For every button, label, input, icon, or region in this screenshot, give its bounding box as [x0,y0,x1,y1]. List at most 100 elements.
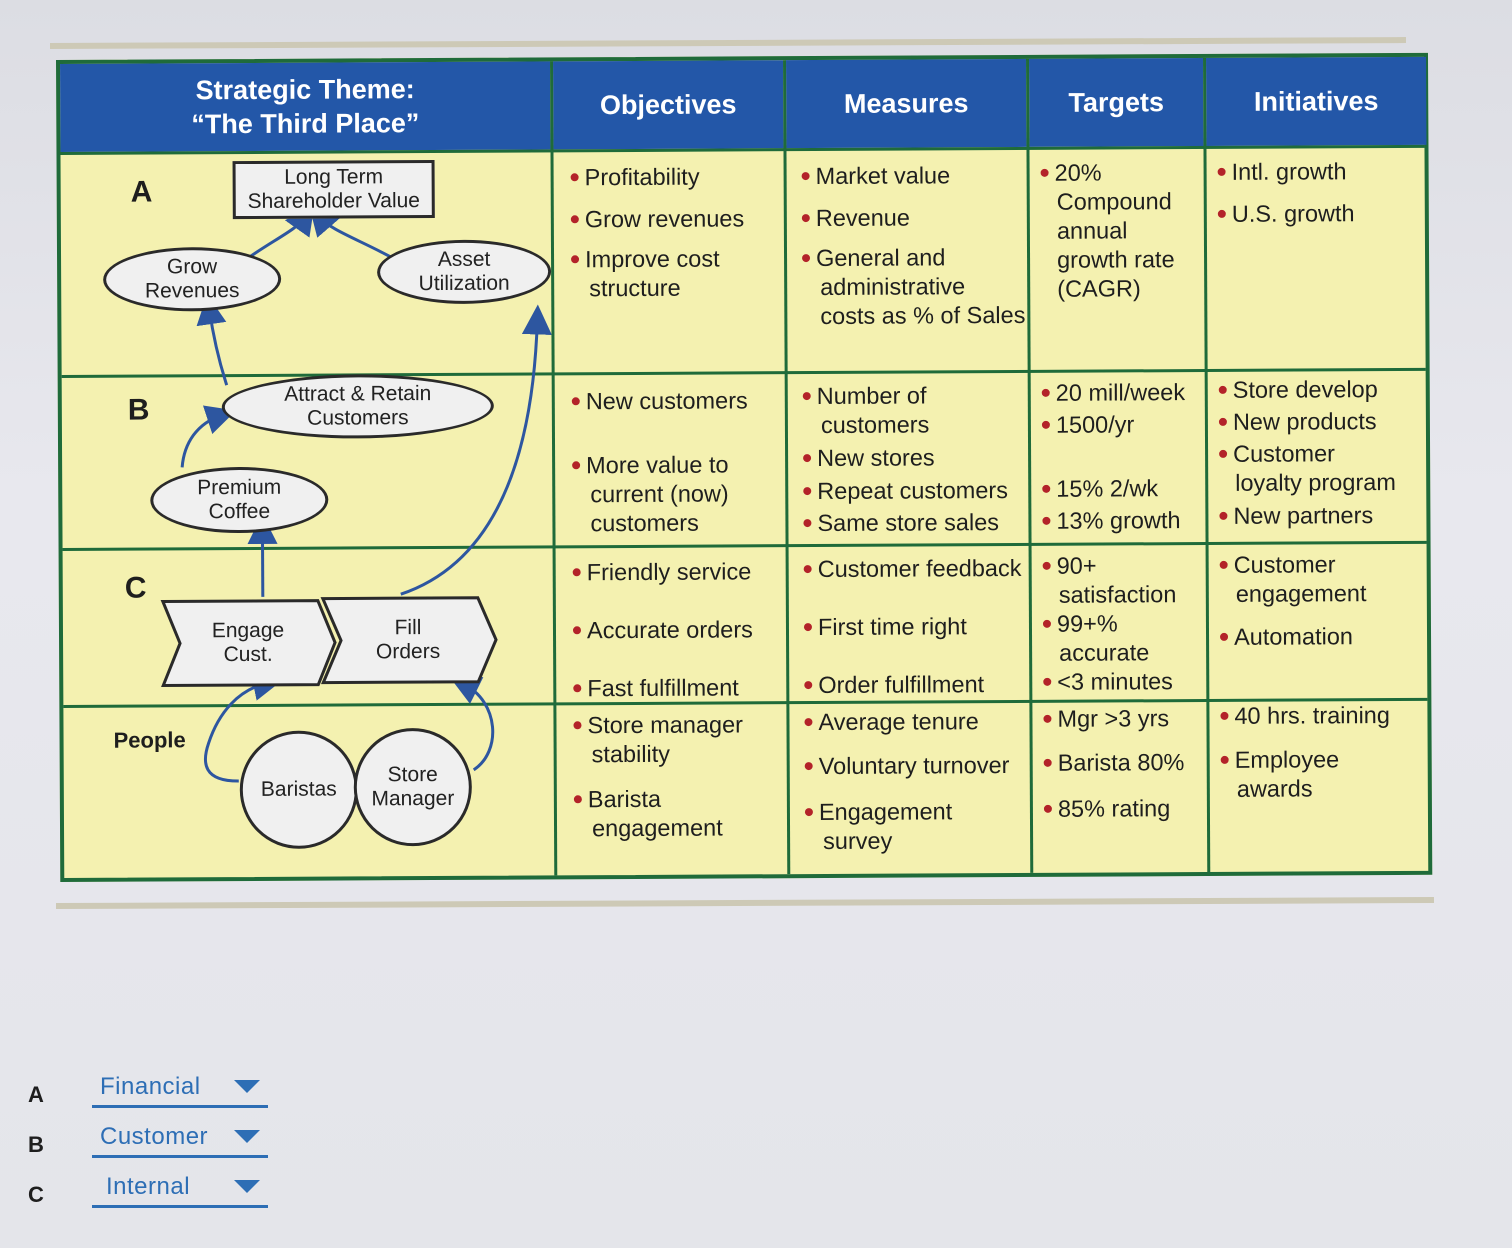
bullet-dot [572,568,581,577]
dropdown-a[interactable]: Financial [92,1070,268,1108]
engage-cust-chevron [160,599,337,687]
bullet-dot [572,461,581,470]
c-tgt-1b-text: satisfaction [1058,581,1177,608]
p-obj-2-text: Barista [587,785,662,813]
c-tgt-3-text: <3 minutes [1057,668,1173,695]
p-obj-1: Store manager [573,710,743,740]
c-init-1: Customer [1219,550,1336,580]
b-meas-4: Same store sales [803,508,999,538]
a-meas-3b: administrative [820,272,965,302]
a-meas-3c-text: costs as % of Sales [820,301,1026,330]
header-measures: Measures [786,58,1027,149]
p-init-1: 40 hrs. training [1220,701,1390,731]
c-tgt-3: <3 minutes [1043,667,1173,697]
bullet-dot [1042,561,1051,570]
p-tgt-3: 85% rating [1043,794,1171,824]
bullet-dot [1218,417,1227,426]
node-baristas-label: Baristas [260,777,337,801]
b-meas-3-text: Repeat customers [817,477,1009,505]
bullet-dot [571,397,580,406]
p-obj-2b: engagement [592,814,723,844]
dropdown-b[interactable]: Customer [92,1120,268,1158]
b-init-2-text: New products [1232,408,1377,435]
c-init-2-text: Automation [1233,623,1353,650]
a-init-1: Intl. growth [1217,157,1347,187]
cell-people-measures: Average tenure Voluntary turnover Engage… [792,703,1029,878]
answer-key-a: A [28,1082,44,1107]
a-meas-3b-text: administrative [820,273,966,301]
b-init-4: New partners [1219,501,1373,531]
a-tgt-1c-text: annual [1056,217,1128,244]
p-init-2b-text: awards [1236,775,1313,802]
bullet-dot [1042,484,1051,493]
bullet-dot [1043,714,1052,723]
p-tgt-3-text: 85% rating [1057,795,1171,822]
node-engage-cust: Engage Cust. [183,611,313,676]
node-grow-line1: Grow [166,255,218,279]
c-obj-1-text: Friendly service [586,558,752,586]
bullet-dot [1042,619,1051,628]
b-meas-2: New stores [803,443,935,473]
bullet-dot [1220,632,1229,641]
fill-orders-chevron [320,596,498,685]
node-store-manager: Store Manager [353,727,473,847]
b-obj-2c-text: customers [590,509,699,537]
bullet-dot [1043,758,1052,767]
bullet-dot [1041,420,1050,429]
a-obj-3b-text: structure [589,274,681,302]
bullet-dot [803,519,812,528]
bullet-dot [1219,511,1228,520]
bullet-dot [1042,516,1051,525]
b-obj-1-text: New customers [585,387,748,415]
node-engage-line2: Cust. [223,642,273,667]
cell-a-initiatives: Intl. growth U.S. growth [1209,149,1426,368]
a-obj-2: Grow revenues [570,204,745,234]
a-meas-3-text: General and [815,244,946,272]
b-obj-2: More value to [572,450,729,480]
a-meas-3c: costs as % of Sales [820,301,1025,331]
chevron-down-icon [234,1080,260,1093]
bullet-dot [570,173,579,182]
a-obj-1-text: Profitability [584,163,700,191]
dropdown-c[interactable]: Internal [92,1170,268,1208]
node-baristas: Baristas [239,730,359,850]
p-meas-3-text: Engagement [818,798,953,826]
bullet-dot [573,684,582,693]
bullet-dot [1218,385,1227,394]
bullet-dot [803,487,812,496]
node-fill-orders: Fill Orders [343,608,473,673]
a-init-2-text: U.S. growth [1231,200,1355,227]
a-tgt-1d: growth rate [1057,245,1175,275]
b-tgt-3: 15% 2/wk [1042,474,1158,504]
c-tgt-1: 90+ [1042,552,1097,581]
a-meas-3: General and [802,243,945,273]
c-init-1b: engagement [1236,579,1367,609]
bullet-dot [572,626,582,635]
bullet-dot [1040,168,1049,177]
p-obj-1b-text: stability [591,740,671,768]
b-init-1-text: Store develop [1232,376,1378,403]
bullet-dot [801,172,810,181]
bullet-dot [803,623,813,632]
p-obj-2: Barista [573,785,662,814]
b-obj-2c: customers [590,509,699,539]
strategy-map-arrows [160,204,552,783]
bullet-dot [803,565,812,574]
p-tgt-2: Barista 80% [1043,748,1185,778]
node-ltsv-line2: Shareholder Value [247,189,421,213]
bullet-dot [804,718,813,727]
c-init-2: Automation [1220,622,1353,652]
b-tgt-2: 1500/yr [1041,410,1135,439]
answer-key-b: B [28,1132,44,1157]
a-init-2: U.S. growth [1217,199,1355,229]
node-fill-line2: Orders [375,639,441,664]
c-obj-2: Accurate orders [572,615,753,645]
p-init-2b: awards [1237,774,1313,803]
c-meas-2: First time right [803,612,967,642]
a-meas-1-text: Market value [815,162,951,190]
p-meas-1-text: Average tenure [818,708,979,736]
a-tgt-1d-text: growth rate [1056,246,1175,273]
arrow-manager-to-fill [449,677,495,772]
cell-c-objectives: Friendly service Accurate orders Fast fu… [559,547,786,702]
bullet-dot [801,214,810,223]
